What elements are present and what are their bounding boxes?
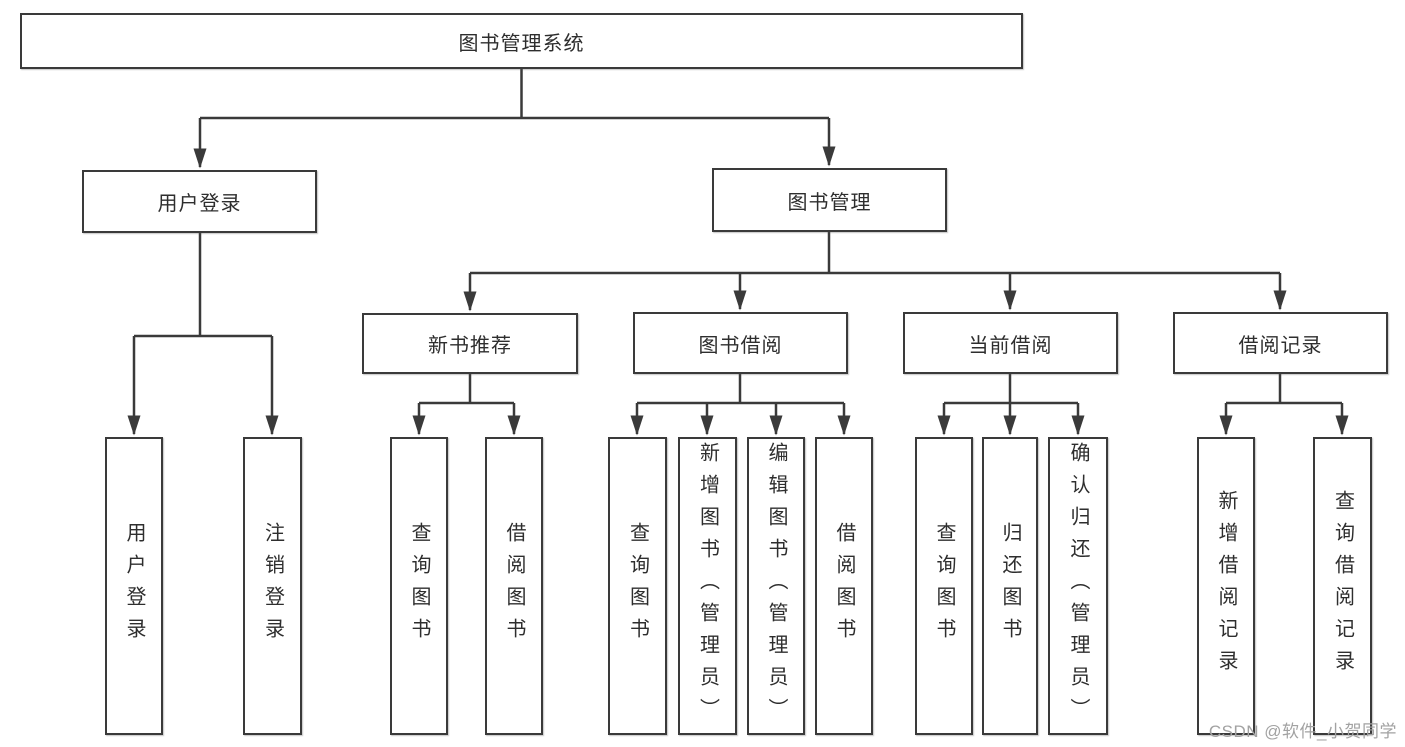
leaf-query-books-current: 查询图书 <box>915 437 973 735</box>
leaf-logout: 注销登录 <box>243 437 302 735</box>
leaf-return-book-label: 归还图书 <box>999 522 1021 650</box>
leaf-borrow-books-recommend: 借阅图书 <box>485 437 543 735</box>
node-borrowing-records: 借阅记录 <box>1173 312 1388 374</box>
leaf-query-books-recommend: 查询图书 <box>390 437 448 735</box>
leaf-query-books-recommend-label: 查询图书 <box>408 522 430 650</box>
leaf-query-borrow-record: 查询借阅记录 <box>1313 437 1372 735</box>
leaf-query-books-borrowing-label: 查询图书 <box>626 522 649 650</box>
node-library-system: 图书管理系统 <box>20 13 1023 69</box>
leaf-query-books-current-label: 查询图书 <box>933 522 955 650</box>
leaf-return-book: 归还图书 <box>982 437 1038 735</box>
node-new-book-recommendation: 新书推荐 <box>362 313 578 374</box>
leaf-add-borrow-record-label: 新增借阅记录 <box>1215 490 1237 682</box>
leaf-confirm-return-admin: 确认归还（管理员） <box>1048 437 1108 735</box>
node-user-login: 用户登录 <box>82 170 317 233</box>
leaf-add-book-admin: 新增图书（管理员） <box>678 437 737 735</box>
node-library-system-label: 图书管理系统 <box>458 32 585 55</box>
node-current-borrowing: 当前借阅 <box>903 312 1118 374</box>
node-book-borrowing-label: 图书借阅 <box>698 334 783 357</box>
csdn-watermark: CSDN @软件_小贺同学 <box>1208 722 1397 741</box>
leaf-logout-label: 注销登录 <box>261 522 284 650</box>
leaf-user-login: 用户登录 <box>105 437 163 735</box>
leaf-borrow-books-recommend-label: 借阅图书 <box>503 522 525 650</box>
node-book-management: 图书管理 <box>712 168 947 232</box>
leaf-add-book-admin-label: 新增图书（管理员） <box>696 442 719 730</box>
leaf-query-borrow-record-label: 查询借阅记录 <box>1331 490 1354 682</box>
leaf-query-books-borrowing: 查询图书 <box>608 437 667 735</box>
node-user-login-label: 用户登录 <box>157 193 242 215</box>
leaf-edit-book-admin-label: 编辑图书（管理员） <box>765 442 787 730</box>
node-new-book-recommendation-label: 新书推荐 <box>428 335 512 357</box>
node-book-management-label: 图书管理 <box>787 191 872 214</box>
leaf-user-login-label: 用户登录 <box>123 522 145 650</box>
node-book-borrowing: 图书借阅 <box>633 312 848 374</box>
node-borrowing-records-label: 借阅记录 <box>1238 334 1323 357</box>
node-current-borrowing-label: 当前借阅 <box>968 334 1053 357</box>
leaf-borrow-books-label: 借阅图书 <box>833 522 855 650</box>
leaf-confirm-return-admin-label: 确认归还（管理员） <box>1067 442 1089 730</box>
leaf-add-borrow-record: 新增借阅记录 <box>1197 437 1255 735</box>
leaf-edit-book-admin: 编辑图书（管理员） <box>747 437 805 735</box>
leaf-borrow-books: 借阅图书 <box>815 437 873 735</box>
